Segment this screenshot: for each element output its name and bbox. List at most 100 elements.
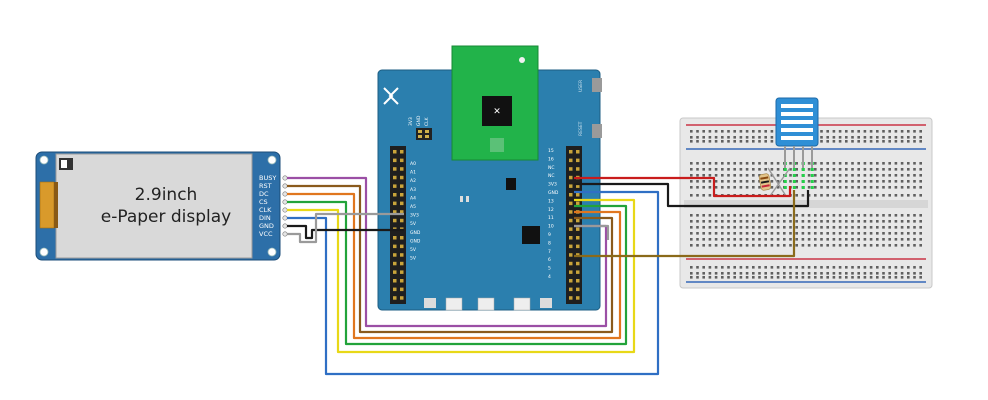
- breadboard-hole: [907, 238, 910, 241]
- breadboard-hole: [845, 272, 848, 275]
- breadboard-hole: [733, 214, 736, 217]
- breadboard-hole: [913, 244, 916, 247]
- breadboard-hole: [820, 266, 823, 269]
- breadboard-hole: [696, 186, 699, 189]
- breadboard-hole: [745, 244, 749, 247]
- breadboard-hole: [733, 186, 736, 189]
- user-button[interactable]: [592, 78, 602, 92]
- breadboard-hole: [882, 220, 885, 223]
- breadboard-hole: [801, 214, 805, 217]
- breadboard-hole: [745, 180, 749, 183]
- breadboard-hole: [888, 244, 891, 247]
- breadboard-hole: [783, 272, 786, 275]
- breadboard-hole: [745, 266, 749, 269]
- breadboard-hole: [733, 174, 736, 177]
- breadboard-hole: [851, 226, 854, 229]
- wire-dc: [287, 192, 622, 340]
- header-pin: [393, 279, 397, 283]
- breadboard-hole: [714, 244, 718, 247]
- breadboard-hole: [857, 136, 860, 139]
- breadboard-hole: [702, 266, 705, 269]
- breadboard-hole: [696, 232, 699, 235]
- breadboard-hole: [913, 162, 916, 165]
- breadboard-hole: [838, 162, 842, 165]
- breadboard-hole: [851, 174, 854, 177]
- breadboard-hole: [863, 194, 867, 197]
- header-pin: [393, 270, 397, 274]
- breadboard-hole: [721, 180, 724, 183]
- breadboard-hole: [882, 130, 885, 133]
- breadboard-hole: [727, 186, 730, 189]
- breadboard-hole: [919, 238, 922, 241]
- breadboard-hole: [690, 162, 693, 165]
- breadboard-hole: [801, 272, 805, 275]
- breadboard-hole: [752, 140, 755, 143]
- breadboard-hole: [783, 266, 786, 269]
- breadboard-hole: [869, 186, 873, 189]
- breadboard-hole: [845, 244, 848, 247]
- right-header-label: 5: [548, 266, 551, 272]
- breadboard-hole: [733, 244, 736, 247]
- breadboard-hole: [869, 194, 873, 197]
- breadboard-hole: [820, 140, 823, 143]
- header-pin: [569, 150, 573, 154]
- breadboard-hole: [894, 180, 898, 183]
- breadboard-hole: [770, 226, 774, 229]
- header-pin: [400, 287, 404, 292]
- breadboard-hole: [832, 244, 836, 247]
- breadboard-hole: [876, 162, 879, 165]
- breadboard-hole: [876, 238, 879, 241]
- breadboard-hole: [721, 272, 724, 275]
- breadboard-hole: [795, 226, 798, 229]
- left-header-label: A5: [410, 204, 416, 210]
- breadboard-hole: [857, 232, 860, 235]
- breadboard-hole: [739, 238, 743, 241]
- breadboard-hole: [739, 180, 743, 183]
- epaper-pin-hole: [282, 207, 288, 213]
- breadboard-hole: [863, 140, 867, 143]
- breadboard-hole: [876, 186, 879, 189]
- breadboard-hole: [807, 226, 811, 229]
- breadboard-hole: [894, 130, 898, 133]
- breadboard-hole-active: [792, 186, 796, 189]
- breadboard-hole: [900, 214, 904, 217]
- breadboard-hole: [708, 214, 712, 217]
- main-mcu-chip: [522, 226, 540, 244]
- breadboard-hole: [696, 162, 699, 165]
- reset-button[interactable]: [592, 124, 602, 138]
- breadboard-hole: [882, 136, 885, 139]
- module-chip: [482, 96, 512, 126]
- breadboard-hole: [789, 180, 792, 183]
- breadboard-hole: [764, 266, 767, 269]
- breadboard-hole: [770, 168, 774, 171]
- breadboard-hole: [814, 214, 817, 217]
- breadboard-hole: [820, 276, 823, 279]
- breadboard-hole: [789, 272, 792, 275]
- breadboard-hole: [733, 266, 736, 269]
- header-pin: [576, 201, 580, 206]
- breadboard-hole: [714, 186, 718, 189]
- breadboard-hole: [820, 130, 823, 133]
- breadboard-hole: [708, 136, 712, 139]
- breadboard-hole: [826, 238, 829, 241]
- breadboard-hole: [919, 168, 922, 171]
- breadboard-hole: [832, 168, 836, 171]
- breadboard-hole: [770, 244, 774, 247]
- breadboard-hole: [876, 272, 879, 275]
- breadboard-hole: [820, 238, 823, 241]
- breadboard-hole: [869, 226, 873, 229]
- breadboard-hole: [696, 272, 699, 275]
- breadboard-hole: [838, 174, 842, 177]
- breadboard-hole: [702, 232, 705, 235]
- breadboard-hole: [869, 174, 873, 177]
- breadboard-hole: [882, 194, 885, 197]
- breadboard-hole: [907, 272, 910, 275]
- breadboard-hole: [820, 194, 823, 197]
- breadboard-hole: [876, 226, 879, 229]
- breadboard-hole: [714, 174, 718, 177]
- breadboard-hole: [696, 266, 699, 269]
- ribbon-cable: [39, 181, 55, 229]
- header-pin: [393, 193, 397, 197]
- breadboard-hole: [894, 232, 898, 235]
- breadboard-hole: [807, 272, 811, 275]
